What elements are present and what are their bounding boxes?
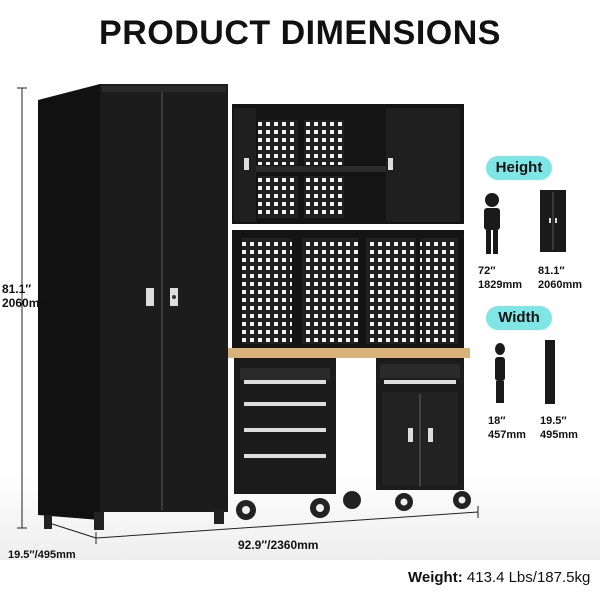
cabinet-width-mm: 495mm — [540, 429, 578, 441]
weight-value: 413.4 Lbs/187.5kg — [466, 569, 591, 586]
height-section-pill: Height — [486, 156, 552, 180]
cabinet-width-label: 19.5″ 495mm — [540, 414, 578, 442]
weight-info: Weight: 413.4 Lbs/187.5kg — [408, 569, 590, 586]
width-dimension-line — [95, 506, 479, 544]
tall-cabinet-icon — [540, 190, 566, 252]
cabinet-height-inch: 81.1″ — [538, 265, 565, 277]
person-side-icon — [495, 343, 505, 403]
depth-dimension-line — [45, 521, 97, 539]
weight-label: Weight: — [408, 569, 463, 586]
width-label: 92.9″/2360mm — [238, 538, 319, 552]
height-dimension-line — [17, 87, 27, 529]
cabinet-width-inch: 19.5″ — [540, 415, 567, 427]
person-width-inch: 18″ — [488, 415, 506, 427]
person-width-label: 18″ 457mm — [488, 414, 526, 442]
worktop — [228, 348, 470, 358]
cabinet-side-icon — [545, 340, 555, 404]
tall-cabinet-handle-left — [146, 288, 154, 306]
person-icon — [484, 193, 500, 254]
height-label: 81.1″ 2060mm — [2, 282, 50, 310]
cabinet-height-label: 81.1″ 2060mm — [538, 264, 582, 292]
person-height-label: 72″ 1829mm — [478, 264, 522, 292]
cabinet-height-mm: 2060mm — [538, 279, 583, 291]
page-title: PRODUCT DIMENSIONS — [99, 14, 501, 52]
person-height-mm: 1829mm — [478, 279, 523, 291]
person-width-mm: 457mm — [488, 429, 526, 441]
depth-label: 19.5″/495mm — [8, 549, 76, 561]
height-inch-value: 81.1″ — [2, 282, 32, 296]
width-section-pill: Width — [486, 306, 552, 330]
upper-right-door — [386, 108, 460, 222]
upper-cabinet — [232, 104, 464, 224]
tall-cabinet — [38, 84, 228, 530]
drawer-cabinet — [234, 358, 336, 520]
pegboard — [232, 230, 464, 348]
height-mm-value: 2060mm — [2, 296, 51, 310]
person-height-inch: 72″ — [478, 265, 496, 277]
door-cabinet — [343, 358, 471, 511]
